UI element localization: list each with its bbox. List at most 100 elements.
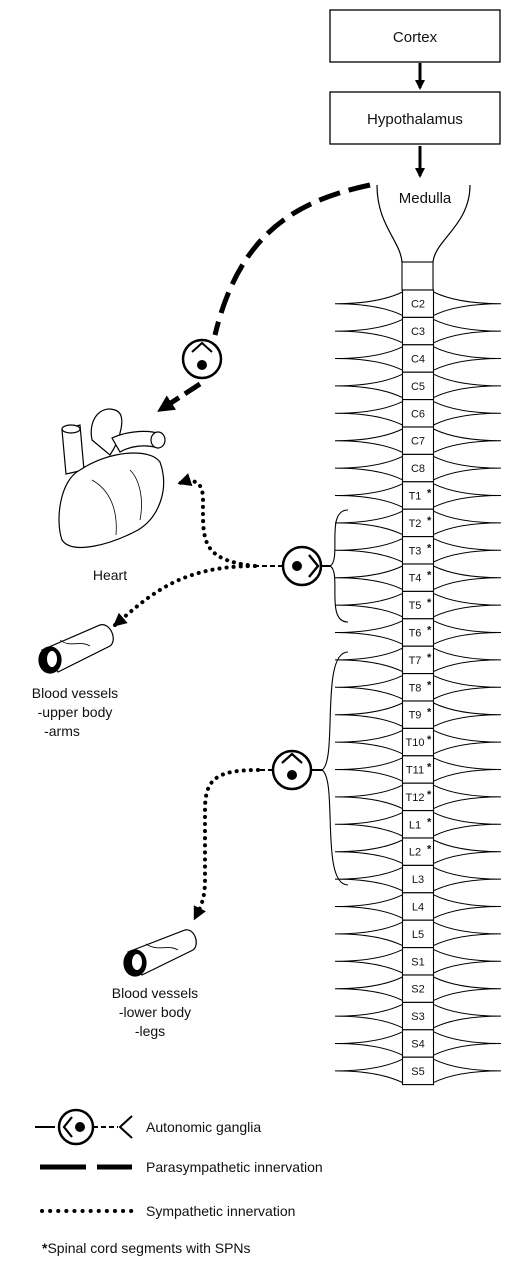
spinal-segment-label: T10 — [406, 737, 425, 749]
spinal-segment-t4: T4 * — [335, 564, 501, 591]
cortex-label: Cortex — [393, 29, 438, 46]
spinal-segment-c7: C7 — [335, 427, 501, 454]
heart-illustration — [59, 409, 165, 547]
spinal-segment-label: L4 — [412, 902, 424, 914]
spinal-segment-label: T12 — [406, 792, 425, 804]
spinal-segment-t8: T8 * — [335, 674, 501, 701]
heart-label: Heart — [93, 567, 127, 583]
spn-asterisk: * — [427, 679, 432, 691]
parasympathetic-arrow — [160, 384, 200, 410]
lower-vessels-label-line1: Blood vessels — [112, 985, 198, 1001]
spinal-segment-c6: C6 — [335, 400, 501, 427]
spinal-segment-t3: T3 * — [335, 537, 501, 564]
lower-vessels-label-line2: -lower body — [119, 1004, 191, 1020]
spinal-segment-t7: T7 * — [335, 646, 501, 673]
spinal-segment-t9: T9 * — [335, 701, 501, 728]
spinal-segment-label: T6 — [409, 628, 422, 640]
legend-ganglia-label: Autonomic ganglia — [146, 1119, 261, 1135]
spinal-segment-l2: L2* — [335, 838, 501, 865]
parasympathetic-ganglion — [183, 340, 221, 378]
upper-vessels-label-line2: -upper body — [38, 704, 113, 720]
spinal-segment-s4: S4 — [335, 1030, 501, 1057]
legend-sympathetic-label: Sympathetic innervation — [146, 1203, 295, 1219]
spinal-segment-c1 — [402, 262, 433, 290]
spn-asterisk: * — [427, 789, 432, 801]
spinal-segment-label: C5 — [411, 381, 425, 393]
spinal-segment-label: L1 — [409, 819, 421, 831]
upper-vessel-illustration — [39, 625, 113, 673]
spn-asterisk: * — [427, 762, 432, 774]
spinal-segment-c3: C3 — [335, 317, 501, 344]
spn-asterisk: * — [427, 625, 432, 637]
spn-asterisk: * — [427, 734, 432, 746]
spinal-segment-l3: L3 — [335, 865, 501, 892]
sympathetic-path-lower-vessels — [195, 770, 258, 918]
spn-asterisk: * — [427, 542, 432, 554]
spinal-segment-t11: T11* — [335, 756, 501, 783]
spn-asterisk: * — [427, 515, 432, 527]
spn-asterisk: * — [427, 488, 432, 500]
spn-asterisk: * — [427, 652, 432, 664]
spn-asterisk: * — [427, 816, 432, 828]
spinal-cord: C2C3C4C5C6C7C8T1*T2*T3*T4*T5*T6*T7*T8*T9… — [335, 290, 501, 1085]
spn-asterisk: * — [427, 570, 432, 582]
spinal-segment-label: T7 — [409, 655, 422, 667]
spn-asterisk: * — [427, 597, 432, 609]
spinal-segment-t5: T5 * — [335, 591, 501, 618]
spinal-segment-label: L5 — [412, 929, 424, 941]
spinal-segment-label: T9 — [409, 710, 422, 722]
parasympathetic-path — [215, 185, 370, 335]
spinal-segment-s1: S1 — [335, 948, 501, 975]
spinal-segment-label: S2 — [411, 984, 424, 996]
legend-spn-note: Spinal cord segments with SPNs — [47, 1240, 250, 1256]
spinal-segment-label: T8 — [409, 682, 422, 694]
spinal-segment-l5: L5 — [335, 920, 501, 947]
spn-asterisk: * — [427, 844, 432, 856]
spinal-segment-label: T3 — [409, 545, 422, 557]
spinal-segment-c4: C4 — [335, 345, 501, 372]
spinal-segment-label: C3 — [411, 326, 425, 338]
spinal-segment-c5: C5 — [335, 372, 501, 399]
spinal-segment-c2: C2 — [335, 290, 501, 317]
spn-asterisk: * — [427, 707, 432, 719]
spinal-segment-label: C6 — [411, 408, 425, 420]
spinal-segment-label: S4 — [411, 1039, 424, 1051]
spinal-segment-label: T5 — [409, 600, 422, 612]
sympathetic-path-heart — [180, 481, 255, 566]
medulla-label: Medulla — [399, 190, 452, 207]
spinal-segment-label: S5 — [411, 1066, 424, 1078]
svg-text:*Spinal cord segments with SPN: *Spinal cord segments with SPNs — [42, 1240, 251, 1256]
spinal-segment-t6: T6 * — [335, 619, 501, 646]
legend-parasympathetic-label: Parasympathetic innervation — [146, 1159, 323, 1175]
spinal-segment-label: C4 — [411, 354, 425, 366]
lower-sympathetic-ganglion — [273, 751, 311, 789]
spinal-segment-label: S1 — [411, 956, 424, 968]
spinal-segment-t10: T10* — [335, 728, 501, 755]
spinal-segment-t12: T12* — [335, 783, 501, 810]
sympathetic-path-upper-vessels — [115, 566, 255, 625]
spinal-segment-t1: T1 * — [335, 482, 501, 509]
spinal-segment-label: T11 — [406, 765, 424, 777]
spinal-segment-label: C2 — [411, 299, 425, 311]
legend-ganglion-fork — [120, 1116, 132, 1138]
spinal-segment-label: T4 — [409, 573, 422, 585]
spinal-segment-t2: T2* — [335, 509, 501, 536]
upper-sympathetic-ganglion — [283, 547, 321, 585]
spinal-segment-label: C8 — [411, 463, 425, 475]
spinal-segment-label: C7 — [411, 436, 425, 448]
spinal-segment-l4: L4 — [335, 893, 501, 920]
spinal-segment-l1: L1 * — [335, 811, 501, 838]
spinal-segment-s5: S5 — [335, 1057, 501, 1084]
spinal-segment-s3: S3 — [335, 1002, 501, 1029]
legend: Autonomic ganglia Parasympathetic innerv… — [35, 1110, 323, 1256]
legend-ganglion-icon — [59, 1110, 93, 1144]
upper-vessels-label-line3: -arms — [44, 723, 80, 739]
spinal-segment-label: T1 — [409, 491, 422, 503]
hypothalamus-label: Hypothalamus — [367, 111, 463, 128]
spinal-segment-s2: S2 — [335, 975, 501, 1002]
spinal-segment-c8: C8 — [335, 454, 501, 481]
lower-vessels-label-line3: -legs — [135, 1023, 165, 1039]
spinal-segment-label: S3 — [411, 1011, 424, 1023]
lower-vessel-illustration — [124, 930, 196, 976]
